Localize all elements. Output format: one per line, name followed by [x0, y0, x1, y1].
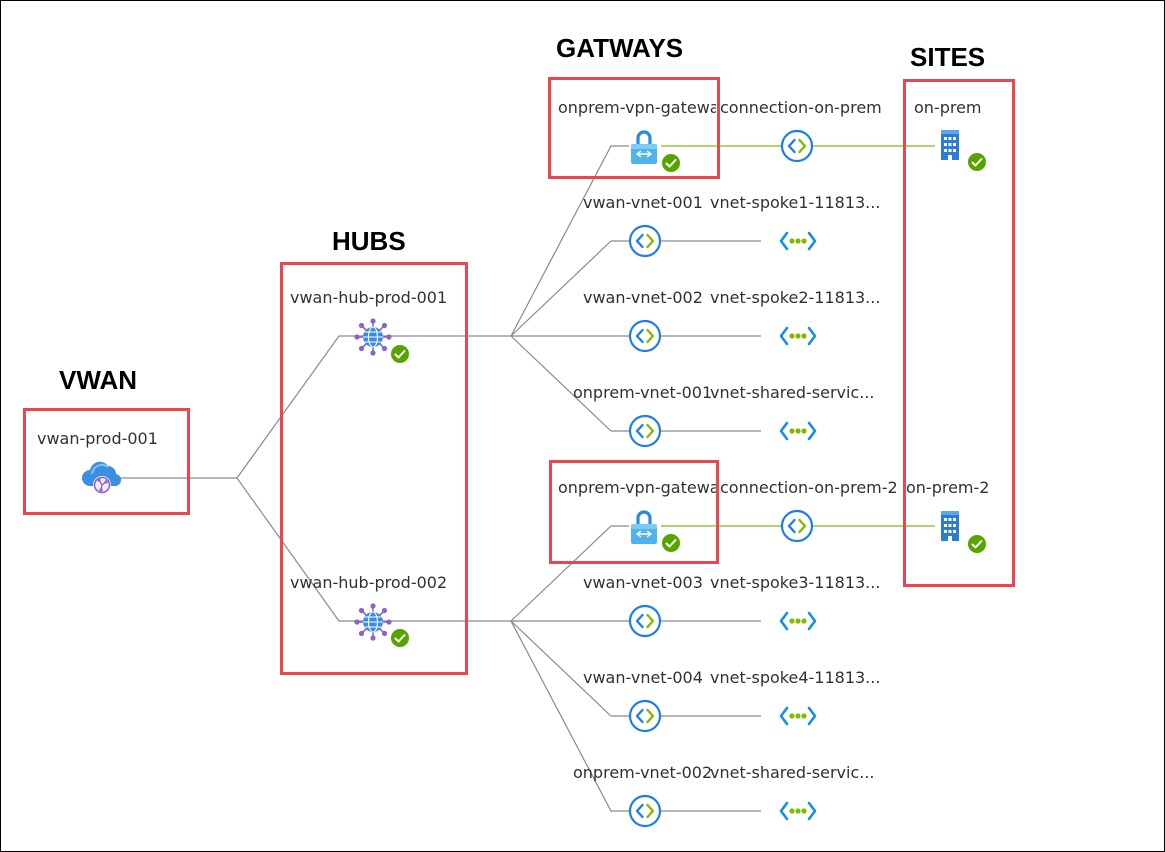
hub-name-label[interactable]: vwan-hub-prod-002 — [290, 573, 448, 592]
vnet-connection-name-label[interactable]: vwan-vnet-003 — [583, 573, 703, 592]
virtual-network-icon[interactable] — [779, 611, 817, 631]
connection-icon[interactable] — [780, 509, 814, 543]
gateway-2-group-box — [549, 460, 719, 564]
vnet-name-label[interactable]: vnet-shared-servic... — [710, 763, 875, 782]
category-heading-sites: SITES — [910, 42, 986, 72]
virtual-network-icon[interactable] — [779, 231, 817, 251]
category-heading-hubs: HUBS — [332, 226, 406, 256]
site-name-label[interactable]: on-prem-2 — [906, 478, 990, 497]
virtual-network-icon[interactable] — [779, 421, 817, 441]
virtual-network-icon[interactable] — [779, 801, 817, 821]
gateway-1-group-box — [548, 77, 720, 179]
connection-icon[interactable] — [780, 129, 814, 163]
vnet-connection-name-label[interactable]: vwan-vnet-001 — [583, 193, 703, 212]
vnet-connection-icon[interactable] — [628, 224, 662, 258]
hub-name-label[interactable]: vwan-hub-prod-001 — [290, 288, 448, 307]
gateway-name-label[interactable]: onprem-vpn-gateway — [558, 478, 716, 497]
connection-name-label[interactable]: connection-on-prem-2 — [720, 478, 898, 497]
virtual-network-icon[interactable] — [779, 326, 817, 346]
vnet-connection-name-label[interactable]: vwan-vnet-004 — [583, 668, 703, 687]
sites-group-box — [903, 79, 1015, 587]
vnet-connection-name-label[interactable]: onprem-vnet-001 — [573, 383, 713, 402]
vnet-connection-icon[interactable] — [628, 319, 662, 353]
vnet-connection-icon[interactable] — [628, 699, 662, 733]
vnet-name-label[interactable]: vnet-shared-servic... — [710, 383, 875, 402]
virtual-network-icon[interactable] — [779, 706, 817, 726]
vnet-connection-name-label[interactable]: vwan-vnet-002 — [583, 288, 703, 307]
vnet-connection-icon[interactable] — [628, 414, 662, 448]
vnet-connection-icon[interactable] — [628, 604, 662, 638]
vnet-connection-name-label[interactable]: onprem-vnet-002 — [573, 763, 713, 782]
vnet-connection-icon[interactable] — [628, 794, 662, 828]
category-heading-vwan: VWAN — [59, 365, 137, 395]
hubs-group-box — [280, 262, 468, 675]
connection-name-label[interactable]: connection-on-prem — [720, 98, 882, 117]
vnet-name-label[interactable]: vnet-spoke2-11813... — [710, 288, 881, 307]
vwan-name-label[interactable]: vwan-prod-001 — [37, 429, 158, 448]
vwan-group-box — [23, 408, 190, 515]
site-name-label[interactable]: on-prem — [914, 98, 982, 117]
vnet-name-label[interactable]: vnet-spoke4-11813... — [710, 668, 881, 687]
category-heading-gateways: GATWAYS — [556, 33, 684, 63]
vnet-name-label[interactable]: vnet-spoke1-11813... — [710, 193, 881, 212]
vnet-name-label[interactable]: vnet-spoke3-11813... — [710, 573, 881, 592]
gateway-name-label[interactable]: onprem-vpn-gateway — [558, 98, 716, 117]
